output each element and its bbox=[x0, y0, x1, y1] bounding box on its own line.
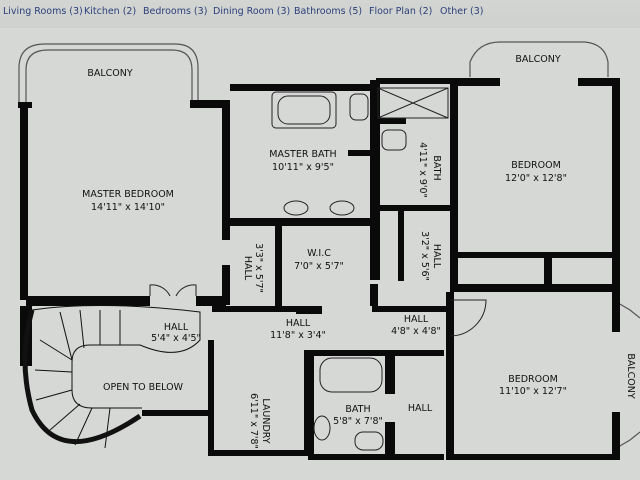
tab-dining-room[interactable]: Dining Room (3) bbox=[213, 6, 291, 17]
room-open-to-below: OPEN TO BELOW bbox=[103, 382, 183, 393]
room-balcony-left: BALCONY bbox=[87, 68, 133, 79]
tab-floor-plan[interactable]: Floor Plan (2) bbox=[369, 6, 433, 17]
tab-kitchen[interactable]: Kitchen (2) bbox=[84, 6, 137, 17]
category-tabs: Living Rooms (3) Kitchen (2) Bedrooms (3… bbox=[0, 0, 640, 28]
floor-plan-image: BALCONY BALCONY BALCONY MASTER BEDROOM 1… bbox=[0, 28, 640, 480]
tab-bathrooms[interactable]: Bathrooms (5) bbox=[294, 6, 363, 17]
room-hall-4: HALL bbox=[407, 403, 433, 414]
room-balcony-top-right: BALCONY bbox=[515, 54, 561, 65]
tab-other[interactable]: Other (3) bbox=[440, 6, 484, 17]
tab-living-rooms[interactable]: Living Rooms (3) bbox=[3, 6, 83, 17]
floor-plan-drawing bbox=[18, 41, 640, 460]
tab-bedrooms[interactable]: Bedrooms (3) bbox=[143, 6, 208, 17]
room-balcony-right: BALCONY bbox=[625, 353, 636, 399]
